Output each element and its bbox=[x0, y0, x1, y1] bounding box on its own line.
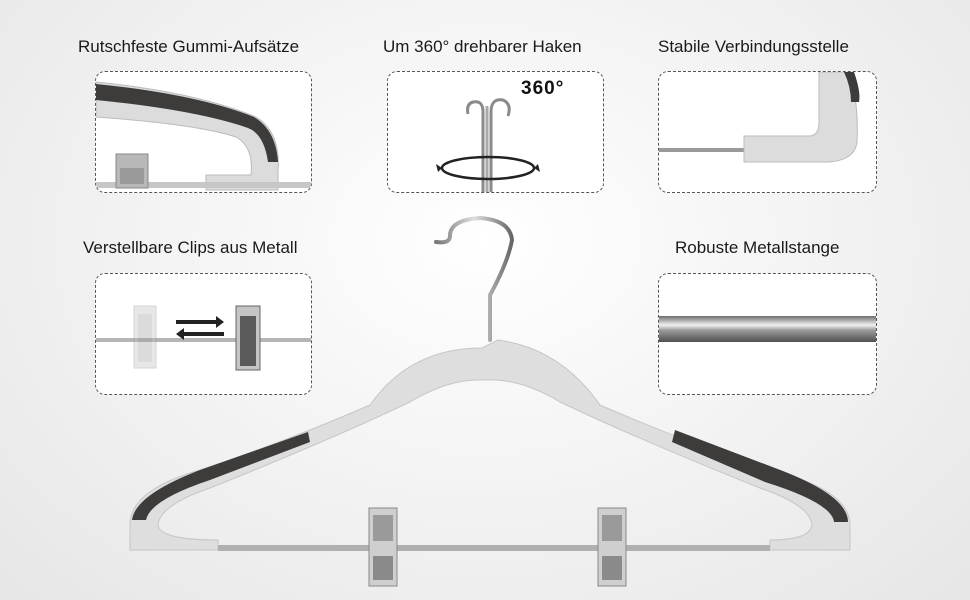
clips-closeup-image bbox=[96, 305, 311, 371]
rubber-pad-left bbox=[132, 432, 310, 520]
hanger-body bbox=[129, 339, 851, 551]
feature-label-rubber-grips: Rutschfeste Gummi-Aufsätze bbox=[78, 37, 300, 56]
panel-adjustable-clips bbox=[95, 273, 312, 395]
panel-swivel-hook: 360° bbox=[387, 71, 604, 193]
panel-stable-joint bbox=[658, 71, 877, 193]
panel-metal-bar bbox=[658, 273, 877, 395]
rotation-badge: 360° bbox=[521, 78, 565, 99]
clip-right bbox=[597, 507, 627, 587]
panel-rubber-grips bbox=[95, 71, 312, 193]
clip-left bbox=[368, 507, 398, 587]
feature-label-metal-bar: Robuste Metallstange bbox=[675, 238, 840, 257]
swap-arrows-icon bbox=[176, 316, 224, 340]
rubber-pad-right bbox=[672, 430, 848, 522]
swivel-hook-closeup-image bbox=[436, 98, 540, 192]
feature-label-swivel-hook: Um 360° drehbarer Haken bbox=[383, 37, 582, 56]
hanger-hook bbox=[434, 215, 515, 342]
feature-label-stable-joint: Stabile Verbindungsstelle bbox=[658, 37, 849, 56]
metal-bar-closeup-image bbox=[659, 316, 876, 342]
feature-label-adjustable-clips: Verstellbare Clips aus Metall bbox=[83, 238, 298, 257]
hanger-bar bbox=[218, 545, 770, 551]
joint-closeup-image bbox=[659, 72, 860, 163]
rubber-grip-closeup-image bbox=[96, 81, 311, 191]
